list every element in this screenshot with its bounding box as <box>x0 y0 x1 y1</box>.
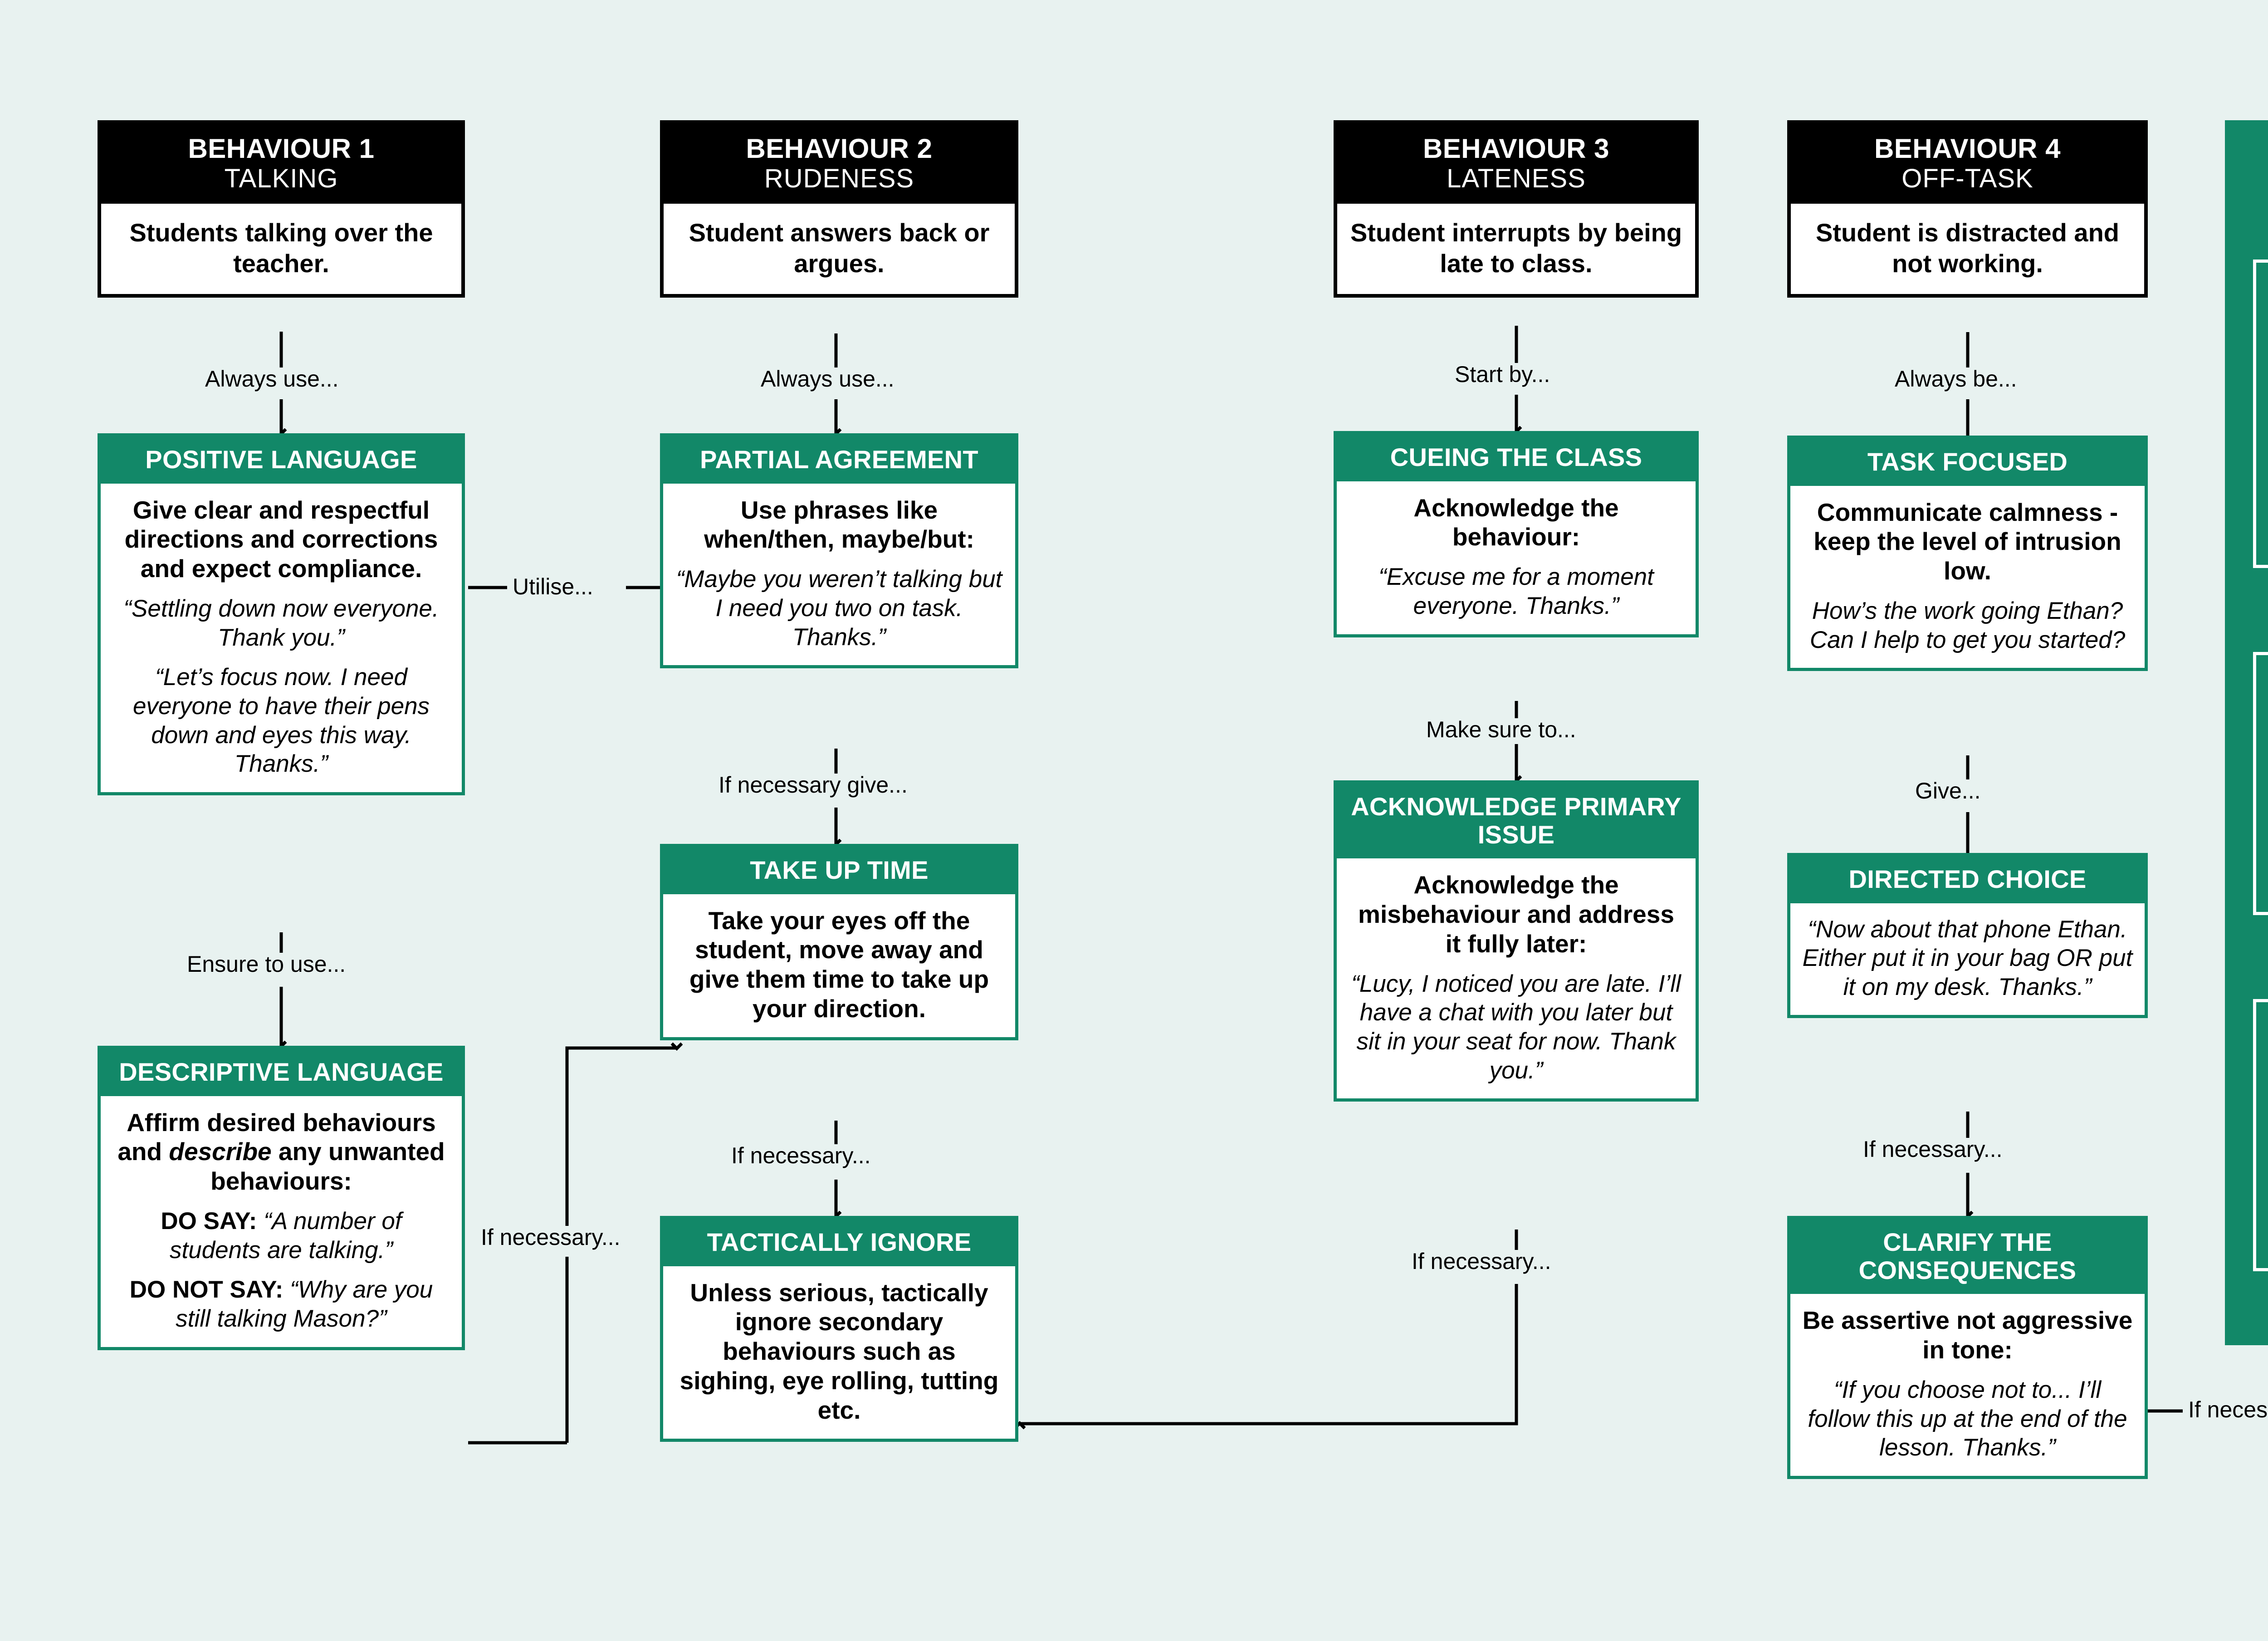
edge-label-start-by: Start by... <box>1449 363 1556 386</box>
positive-language-lead: Give clear and respectful directions and… <box>124 495 438 583</box>
acknowledge-primary-issue-body: Acknowledge the misbehaviour and address… <box>1337 858 1696 1099</box>
descriptive-lead-post: any unwanted behaviours: <box>210 1137 445 1195</box>
behaviour-1-title: BEHAVIOUR 1 <box>188 133 375 164</box>
edge-label-lateness-out: If necessary... <box>1406 1250 1557 1273</box>
do-not-say-label: DO NOT SAY: <box>129 1276 284 1303</box>
behaviour-4-subtitle: OFF-TASK <box>1901 164 2033 194</box>
task-focused-body: Communicate calmness - keep the level of… <box>1790 485 2145 668</box>
escalation-steps-panel: ESCALATION STEPS 1. FOLLOW-UP Meeting, d… <box>2225 120 2268 1345</box>
descriptive-language-body: Affirm desired behaviours and describe a… <box>101 1096 462 1347</box>
edge-label-make-sure-to: Make sure to... <box>1421 718 1582 741</box>
strategy-card-positive-language: POSITIVE LANGUAGE Give clear and respect… <box>98 433 465 795</box>
clarify-consequences-title: CLARIFY THE CONSEQUENCES <box>1790 1219 2145 1294</box>
behaviour-3-description: Student interrupts by being late to clas… <box>1337 204 1695 294</box>
edge-label-choice-to-clarify: If necessary... <box>1857 1138 2008 1161</box>
behaviour-1-subtitle: TALKING <box>224 164 338 194</box>
do-not-say-line: DO NOT SAY: “Why are you still talking M… <box>112 1275 450 1333</box>
cueing-the-class-title: CUEING THE CLASS <box>1337 434 1696 481</box>
task-focused-title: TASK FOCUSED <box>1790 439 2145 486</box>
task-focused-lead: Communicate calmness - keep the level of… <box>1813 498 2121 585</box>
edge-label-always-be: Always be... <box>1889 367 2023 390</box>
do-say-label: DO SAY: <box>161 1208 257 1235</box>
partial-agreement-lead: Use phrases like when/then, maybe/but: <box>704 495 974 554</box>
acknowledge-primary-issue-title: ACKNOWLEDGE PRIMARY ISSUE <box>1337 784 1696 859</box>
strategy-card-cueing-the-class: CUEING THE CLASS Acknowledge the behavio… <box>1334 431 1699 637</box>
behaviour-2-subtitle: RUDENESS <box>764 164 914 194</box>
edge-label-takeup-to-ignore: If necessary... <box>726 1144 876 1167</box>
descriptive-lead-pre: Affirm desired behaviours and <box>117 1108 436 1166</box>
directed-choice-title: DIRECTED CHOICE <box>1790 856 2145 903</box>
behaviour-card-1: BEHAVIOUR 1 TALKING Students talking ove… <box>98 120 465 298</box>
acknowledge-primary-issue-lead: Acknowledge the misbehaviour and address… <box>1358 871 1674 958</box>
behaviour-4-title: BEHAVIOUR 4 <box>1874 133 2061 164</box>
behaviour-2-description: Student answers back or argues. <box>664 204 1015 294</box>
edge-label-escalation-inbound: If necessary... <box>2183 1398 2268 1421</box>
behaviour-card-4-header: BEHAVIOUR 4 OFF-TASK <box>1791 124 2144 204</box>
strategy-card-partial-agreement: PARTIAL AGREEMENT Use phrases like when/… <box>660 433 1018 669</box>
clarify-consequences-body: Be assertive not aggressive in tone: “If… <box>1790 1294 2145 1476</box>
do-say-quote: “A number of students are talking.” <box>170 1208 402 1264</box>
clarify-consequences-lead: Be assertive not aggressive in tone: <box>1802 1306 2133 1364</box>
descriptive-lead-emphasis: describe <box>169 1137 272 1166</box>
take-up-time-body: Take your eyes off the student, move awa… <box>663 894 1015 1038</box>
directed-choice-body: “Now about that phone Ethan. Either put … <box>1790 903 2145 1015</box>
strategy-card-task-focused: TASK FOCUSED Communicate calmness - keep… <box>1787 436 2148 671</box>
edge-label-utilise: Utilise... <box>507 575 599 598</box>
behaviour-2-title: BEHAVIOUR 2 <box>746 133 933 164</box>
behaviour-card-3-header: BEHAVIOUR 3 LATENESS <box>1337 124 1695 204</box>
behaviour-card-3: BEHAVIOUR 3 LATENESS Student interrupts … <box>1334 120 1699 298</box>
descriptive-language-lead: Affirm desired behaviours and describe a… <box>112 1108 450 1196</box>
behaviour-card-1-header: BEHAVIOUR 1 TALKING <box>101 124 461 204</box>
escalation-title: ESCALATION STEPS <box>2225 120 2268 219</box>
strategy-card-tactically-ignore: TACTICALLY IGNORE Unless serious, tactic… <box>660 1216 1018 1442</box>
strategy-card-directed-choice: DIRECTED CHOICE “Now about that phone Et… <box>1787 853 2148 1019</box>
cueing-the-class-body: Acknowledge the behaviour: “Excuse me fo… <box>1337 481 1696 634</box>
behaviour-card-2: BEHAVIOUR 2 RUDENESS Student answers bac… <box>660 120 1018 298</box>
behaviour-card-4: BEHAVIOUR 4 OFF-TASK Student is distract… <box>1787 120 2148 298</box>
edge-label-if-necessary-give: If necessary give... <box>713 774 913 796</box>
directed-choice-quote: “Now about that phone Ethan. Either put … <box>1802 916 2133 1000</box>
strategy-card-acknowledge-primary-issue: ACKNOWLEDGE PRIMARY ISSUE Acknowledge th… <box>1334 780 1699 1102</box>
behaviour-3-title: BEHAVIOUR 3 <box>1422 133 1610 164</box>
positive-language-quote-2: “Let’s focus now. I need everyone to hav… <box>132 664 430 778</box>
partial-agreement-body: Use phrases like when/then, maybe/but: “… <box>663 483 1015 666</box>
partial-agreement-quote: “Maybe you weren’t talking but I need yo… <box>676 566 1002 651</box>
edge-label-always-use-2: Always use... <box>755 367 900 390</box>
clarify-consequences-quote: “If you choose not to... I’ll follow thi… <box>1808 1376 2127 1461</box>
escalation-step-2: 2. REFER TO POLICY Refer the student to … <box>2253 652 2268 915</box>
behaviour-card-2-header: BEHAVIOUR 2 RUDENESS <box>664 124 1015 204</box>
positive-language-body: Give clear and respectful directions and… <box>101 483 462 792</box>
positive-language-title: POSITIVE LANGUAGE <box>101 436 462 484</box>
strategy-card-descriptive-language: DESCRIPTIVE LANGUAGE Affirm desired beha… <box>98 1046 465 1350</box>
task-focused-quote: How’s the work going Ethan? Can I help t… <box>1809 598 2126 653</box>
escalation-step-3: 3. REBUILD Remind student of expected be… <box>2253 999 2268 1271</box>
descriptive-language-title: DESCRIPTIVE LANGUAGE <box>101 1049 462 1096</box>
cueing-the-class-quote: “Excuse me for a moment everyone. Thanks… <box>1378 563 1654 619</box>
strategy-card-clarify-consequences: CLARIFY THE CONSEQUENCES Be assertive no… <box>1787 1216 2148 1479</box>
escalation-step-1: 1. FOLLOW-UP Meeting, detention, mediati… <box>2253 259 2268 568</box>
edge-label-give: Give... <box>1910 779 1986 802</box>
strategy-card-take-up-time: TAKE UP TIME Take your eyes off the stud… <box>660 844 1018 1041</box>
behaviour-3-subtitle: LATENESS <box>1447 164 1586 194</box>
do-not-say-quote: “Why are you still talking Mason?” <box>176 1276 433 1332</box>
edge-label-always-use-1: Always use... <box>200 367 344 390</box>
edge-label-ensure-to-use: Ensure to use... <box>181 953 352 975</box>
take-up-time-lead: Take your eyes off the student, move awa… <box>689 906 989 1023</box>
positive-language-quote-1: “Settling down now everyone. Thank you.” <box>123 595 439 651</box>
behaviour-4-description: Student is distracted and not working. <box>1791 204 2144 294</box>
cueing-the-class-lead: Acknowledge the behaviour: <box>1413 493 1619 551</box>
behaviour-1-description: Students talking over the teacher. <box>101 204 461 294</box>
do-say-line: DO SAY: “A number of students are talkin… <box>112 1207 450 1264</box>
tactically-ignore-body: Unless serious, tactically ignore second… <box>663 1266 1015 1439</box>
tactically-ignore-title: TACTICALLY IGNORE <box>663 1219 1015 1266</box>
edge-label-descriptive-to-takeup: If necessary... <box>475 1226 626 1249</box>
partial-agreement-title: PARTIAL AGREEMENT <box>663 436 1015 484</box>
tactically-ignore-lead: Unless serious, tactically ignore second… <box>679 1278 999 1425</box>
acknowledge-primary-issue-quote: “Lucy, I noticed you are late. I’ll have… <box>1351 970 1681 1084</box>
take-up-time-title: TAKE UP TIME <box>663 847 1015 894</box>
